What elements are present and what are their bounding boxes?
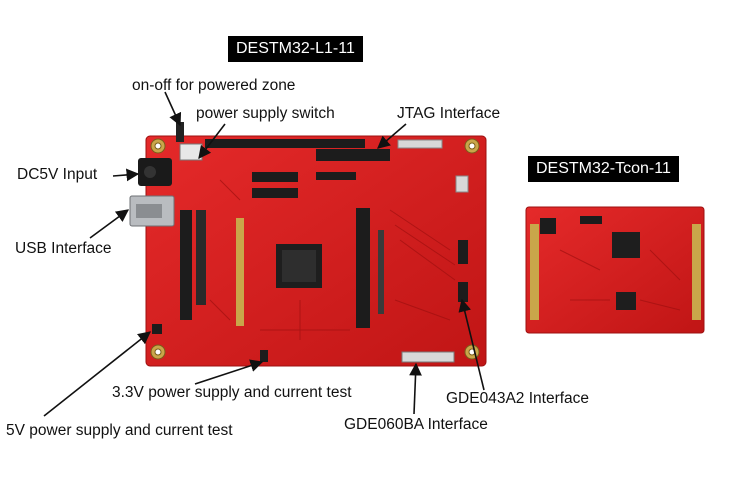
fpc-connector xyxy=(401,351,455,363)
label-jtag: JTAG Interface xyxy=(397,105,501,122)
main-board xyxy=(129,122,487,367)
label-gde060: GDE060BA Interface xyxy=(344,416,488,433)
label-power-switch: power supply switch xyxy=(196,105,335,122)
label-dc5v: DC5V Input xyxy=(17,166,98,183)
slide-switch xyxy=(176,122,184,142)
label-5v-power: 5V power supply and current test xyxy=(6,422,233,439)
tcon-board-title: DESTM32-Tcon-11 xyxy=(528,156,679,182)
tcon-board xyxy=(525,206,705,334)
arrows xyxy=(43,91,485,417)
label-gde043: GDE043A2 Interface xyxy=(446,390,590,407)
main-board-title: DESTM32-L1-11 xyxy=(228,36,363,62)
mounting-holes xyxy=(150,138,480,360)
label-usb: USB Interface xyxy=(15,240,112,257)
label-3v3-power: 3.3V power supply and current test xyxy=(112,384,352,401)
jtag-header xyxy=(316,149,390,161)
top-header xyxy=(205,139,365,148)
label-on-off: on-off for powered zone xyxy=(132,77,296,94)
